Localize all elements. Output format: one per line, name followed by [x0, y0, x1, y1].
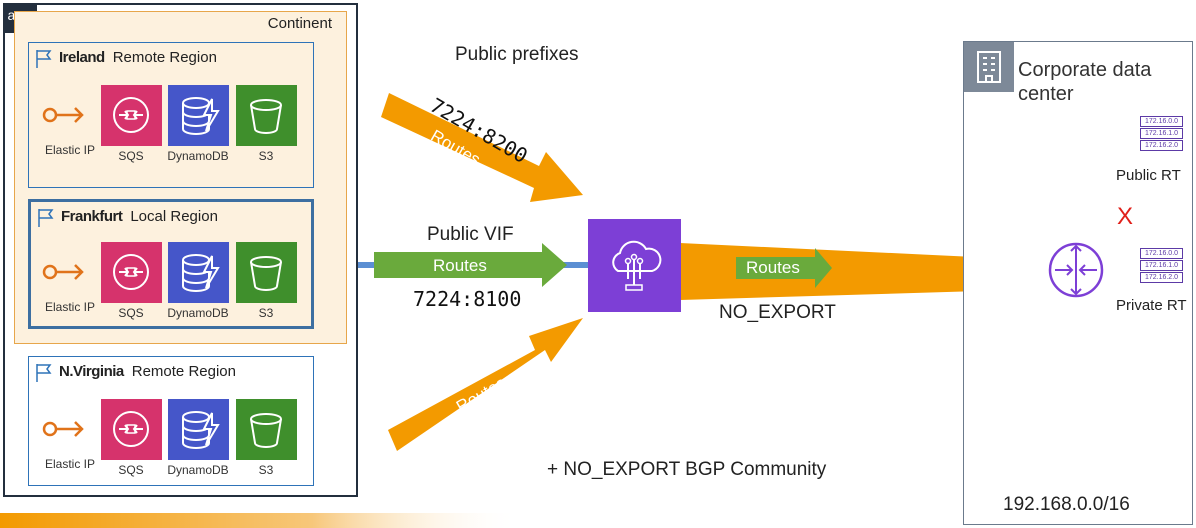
- region-name: N.Virginia: [59, 363, 124, 380]
- routes-text-band: Routes: [746, 258, 800, 277]
- elastic-ip-icon: [40, 242, 101, 303]
- public-prefixes-label: Public prefixes: [455, 44, 579, 65]
- private-route-table: 172.16.0.0 172.16.1.0 172.16.2.0: [1140, 248, 1183, 284]
- route-entry: 172.16.0.0: [1140, 116, 1183, 127]
- corporate-datacenter: Corporate data center 192.168.0.0/16 Pub…: [963, 41, 1193, 525]
- region-name: Ireland: [59, 49, 105, 66]
- service-caption: SQS: [118, 306, 144, 320]
- flag-icon: [38, 209, 54, 227]
- service-caption: SQS: [118, 463, 144, 477]
- elastic-ip-icon: [40, 399, 101, 460]
- router-icon: [1048, 242, 1104, 298]
- routes-arrow-public-vif: [374, 243, 567, 287]
- dynamodb-icon: [168, 399, 229, 460]
- elastic-ip-icon: [40, 85, 101, 146]
- region-type: Remote Region: [131, 363, 236, 380]
- datacenter-title: Corporate data center: [1018, 59, 1152, 105]
- routes-arrow-top: [381, 93, 583, 202]
- service-caption: Elastic IP: [44, 457, 95, 471]
- route-entry: 172.16.2.0: [1140, 272, 1183, 283]
- sqs-icon: [101, 85, 162, 146]
- s3-icon: [236, 399, 297, 460]
- no-export-label: NO_EXPORT: [719, 302, 836, 323]
- service-caption: Elastic IP: [44, 300, 95, 314]
- region-type: Local Region: [130, 208, 218, 225]
- community-mid-label: 7224:8100: [413, 287, 522, 311]
- public-route-table: 172.16.0.0 172.16.1.0 172.16.2.0: [1140, 116, 1183, 152]
- public-vif-label: Public VIF: [427, 224, 514, 245]
- service-caption: DynamoDB: [167, 463, 229, 477]
- route-entry: 172.16.1.0: [1140, 128, 1183, 139]
- service-caption: S3: [258, 149, 274, 163]
- datacenter-cidr: 192.168.0.0/16: [1003, 494, 1130, 515]
- route-entry: 172.16.1.0: [1140, 260, 1183, 271]
- continent-label: Continent: [267, 15, 332, 32]
- cloud-router-glyph: [612, 240, 662, 291]
- service-caption: SQS: [118, 149, 144, 163]
- service-caption: Elastic IP: [44, 143, 95, 157]
- routes-text-mid: Routes: [433, 256, 487, 275]
- blocked-mark: X: [1117, 203, 1134, 230]
- region-name: Frankfurt: [61, 208, 123, 225]
- direct-connect-icon: [588, 219, 681, 312]
- bottom-decor-stripe: [0, 513, 520, 528]
- no-export-bgp-label: + NO_EXPORT BGP Community: [547, 459, 827, 480]
- sqs-icon: [101, 399, 162, 460]
- service-caption: DynamoDB: [167, 306, 229, 320]
- dynamodb-icon: [168, 242, 229, 303]
- dynamodb-icon: [168, 85, 229, 146]
- service-caption: S3: [258, 306, 274, 320]
- s3-icon: [236, 242, 297, 303]
- building-icon: [964, 42, 1014, 92]
- flag-icon: [36, 364, 52, 382]
- routes-arrow-bottom: [388, 318, 583, 451]
- public-rt-label: Public RT: [1116, 167, 1181, 184]
- region-type: Remote Region: [112, 49, 217, 66]
- service-caption: S3: [258, 463, 274, 477]
- routes-arrow-no-export: [736, 248, 832, 288]
- sqs-icon: [101, 242, 162, 303]
- flag-icon: [36, 50, 52, 68]
- s3-icon: [236, 85, 297, 146]
- private-rt-label: Private RT: [1116, 297, 1187, 314]
- route-entry: 172.16.2.0: [1140, 140, 1183, 151]
- route-entry: 172.16.0.0: [1140, 248, 1183, 259]
- service-caption: DynamoDB: [167, 149, 229, 163]
